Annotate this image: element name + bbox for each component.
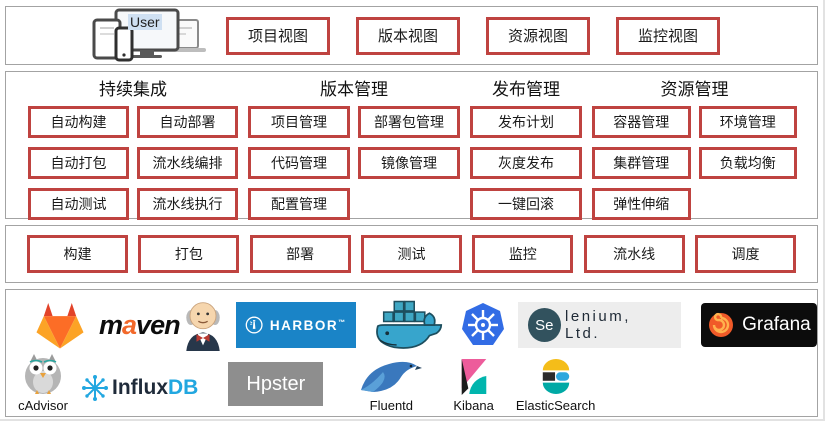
influxdb-mark-icon	[82, 375, 108, 401]
group-version-management: 版本管理 项目管理 部署包管理 代码管理 镜像管理 配置管理	[248, 78, 460, 220]
group-title: 资源管理	[660, 80, 729, 99]
engine-box-pipeline: 流水线	[583, 235, 685, 273]
elasticsearch-logo: ElasticSearch	[516, 358, 595, 413]
view-box-version: 版本视图	[356, 16, 460, 55]
kubernetes-logo	[460, 302, 506, 348]
capability-box: 负载均衡	[698, 147, 797, 179]
engine-box-build: 构建	[27, 235, 128, 273]
heapster-logo: Hpster	[228, 362, 324, 406]
engine-box-deploy: 部署	[249, 235, 351, 273]
user-devices-icon: User	[90, 8, 212, 64]
capability-box: 代码管理	[248, 147, 350, 179]
kibana-logo: Kibana	[453, 358, 494, 413]
devices-illustration	[92, 8, 206, 61]
group-title: 发布管理	[492, 80, 560, 99]
capability-box: 镜像管理	[358, 147, 460, 179]
capability-box: 灰度发布	[470, 147, 582, 179]
engine-box-schedule: 调度	[694, 235, 796, 273]
capability-box: 流水线编排	[137, 147, 238, 179]
engine-box-test: 测试	[360, 235, 462, 273]
capability-box: 集群管理	[592, 147, 691, 179]
capability-box: 自动打包	[28, 147, 129, 179]
user-label: User	[128, 13, 162, 30]
capability-box: 发布计划	[470, 106, 582, 138]
capability-box: 环境管理	[698, 106, 797, 138]
view-box-monitor: 监控视图	[616, 16, 720, 55]
group-continuous-integration: 持续集成 自动构建 自动部署 自动打包 流水线编排 自动测试 流水线执行	[28, 78, 238, 220]
capability-box: 容器管理	[592, 106, 691, 138]
grafana-flame-icon	[709, 312, 734, 337]
fluentd-logo: Fluentd	[359, 358, 423, 413]
capability-box: 自动部署	[137, 106, 238, 138]
elasticsearch-mark-icon	[542, 359, 569, 394]
capability-box: 配置管理	[248, 188, 350, 220]
capability-box: 部署包管理	[358, 106, 460, 138]
gitlab-logo	[31, 300, 89, 350]
selenium-logo: Se lenium, Ltd.	[517, 302, 681, 348]
selenium-se-icon: Se	[527, 308, 562, 342]
grafana-logo: Grafana	[700, 303, 817, 347]
group-title: 持续集成	[99, 80, 167, 99]
capability-box: 自动构建	[28, 106, 129, 138]
cadvisor-logo: cAdvisor	[18, 354, 68, 413]
group-title: 版本管理	[320, 80, 388, 99]
cadvisor-owl-icon	[25, 354, 61, 394]
harbor-lighthouse-icon	[245, 316, 263, 334]
view-buttons: 项目视图 版本视图 资源视图 监控视图	[226, 16, 720, 55]
capability-box: 弹性伸缩	[592, 188, 691, 220]
capability-layer: 持续集成 自动构建 自动部署 自动打包 流水线编排 自动测试 流水线执行 版本管…	[5, 71, 818, 220]
harbor-logo: HARBOR™	[235, 302, 356, 348]
docker-logo	[368, 298, 444, 352]
capability-box: 一键回滚	[470, 188, 582, 220]
fluentd-bird-icon	[361, 361, 423, 392]
capability-box: 项目管理	[248, 106, 350, 138]
influxdb-logo: InfluxDB	[82, 375, 198, 401]
engine-box-monitor: 监控	[472, 235, 574, 273]
engine-box-package: 打包	[138, 235, 240, 273]
kibana-mark-icon	[461, 359, 486, 395]
engine-layer: 构建 打包 部署 测试 监控 流水线 调度	[5, 225, 818, 283]
maven-logo: maven	[99, 309, 181, 340]
capability-box: 流水线执行	[137, 188, 238, 220]
view-box-resource: 资源视图	[486, 16, 590, 55]
jenkins-logo	[180, 299, 226, 351]
group-resource-management: 资源管理 容器管理 环境管理 集群管理 负载均衡 弹性伸缩	[592, 78, 797, 220]
capability-box: 自动测试	[28, 188, 129, 220]
user-access-layer: User 项目视图 版本视图 资源视图 监控视图	[5, 6, 818, 65]
view-box-project: 项目视图	[226, 16, 330, 55]
tooling-layer: maven	[5, 289, 818, 417]
group-release-management: 发布管理 发布计划 灰度发布 一键回滚	[470, 78, 582, 220]
